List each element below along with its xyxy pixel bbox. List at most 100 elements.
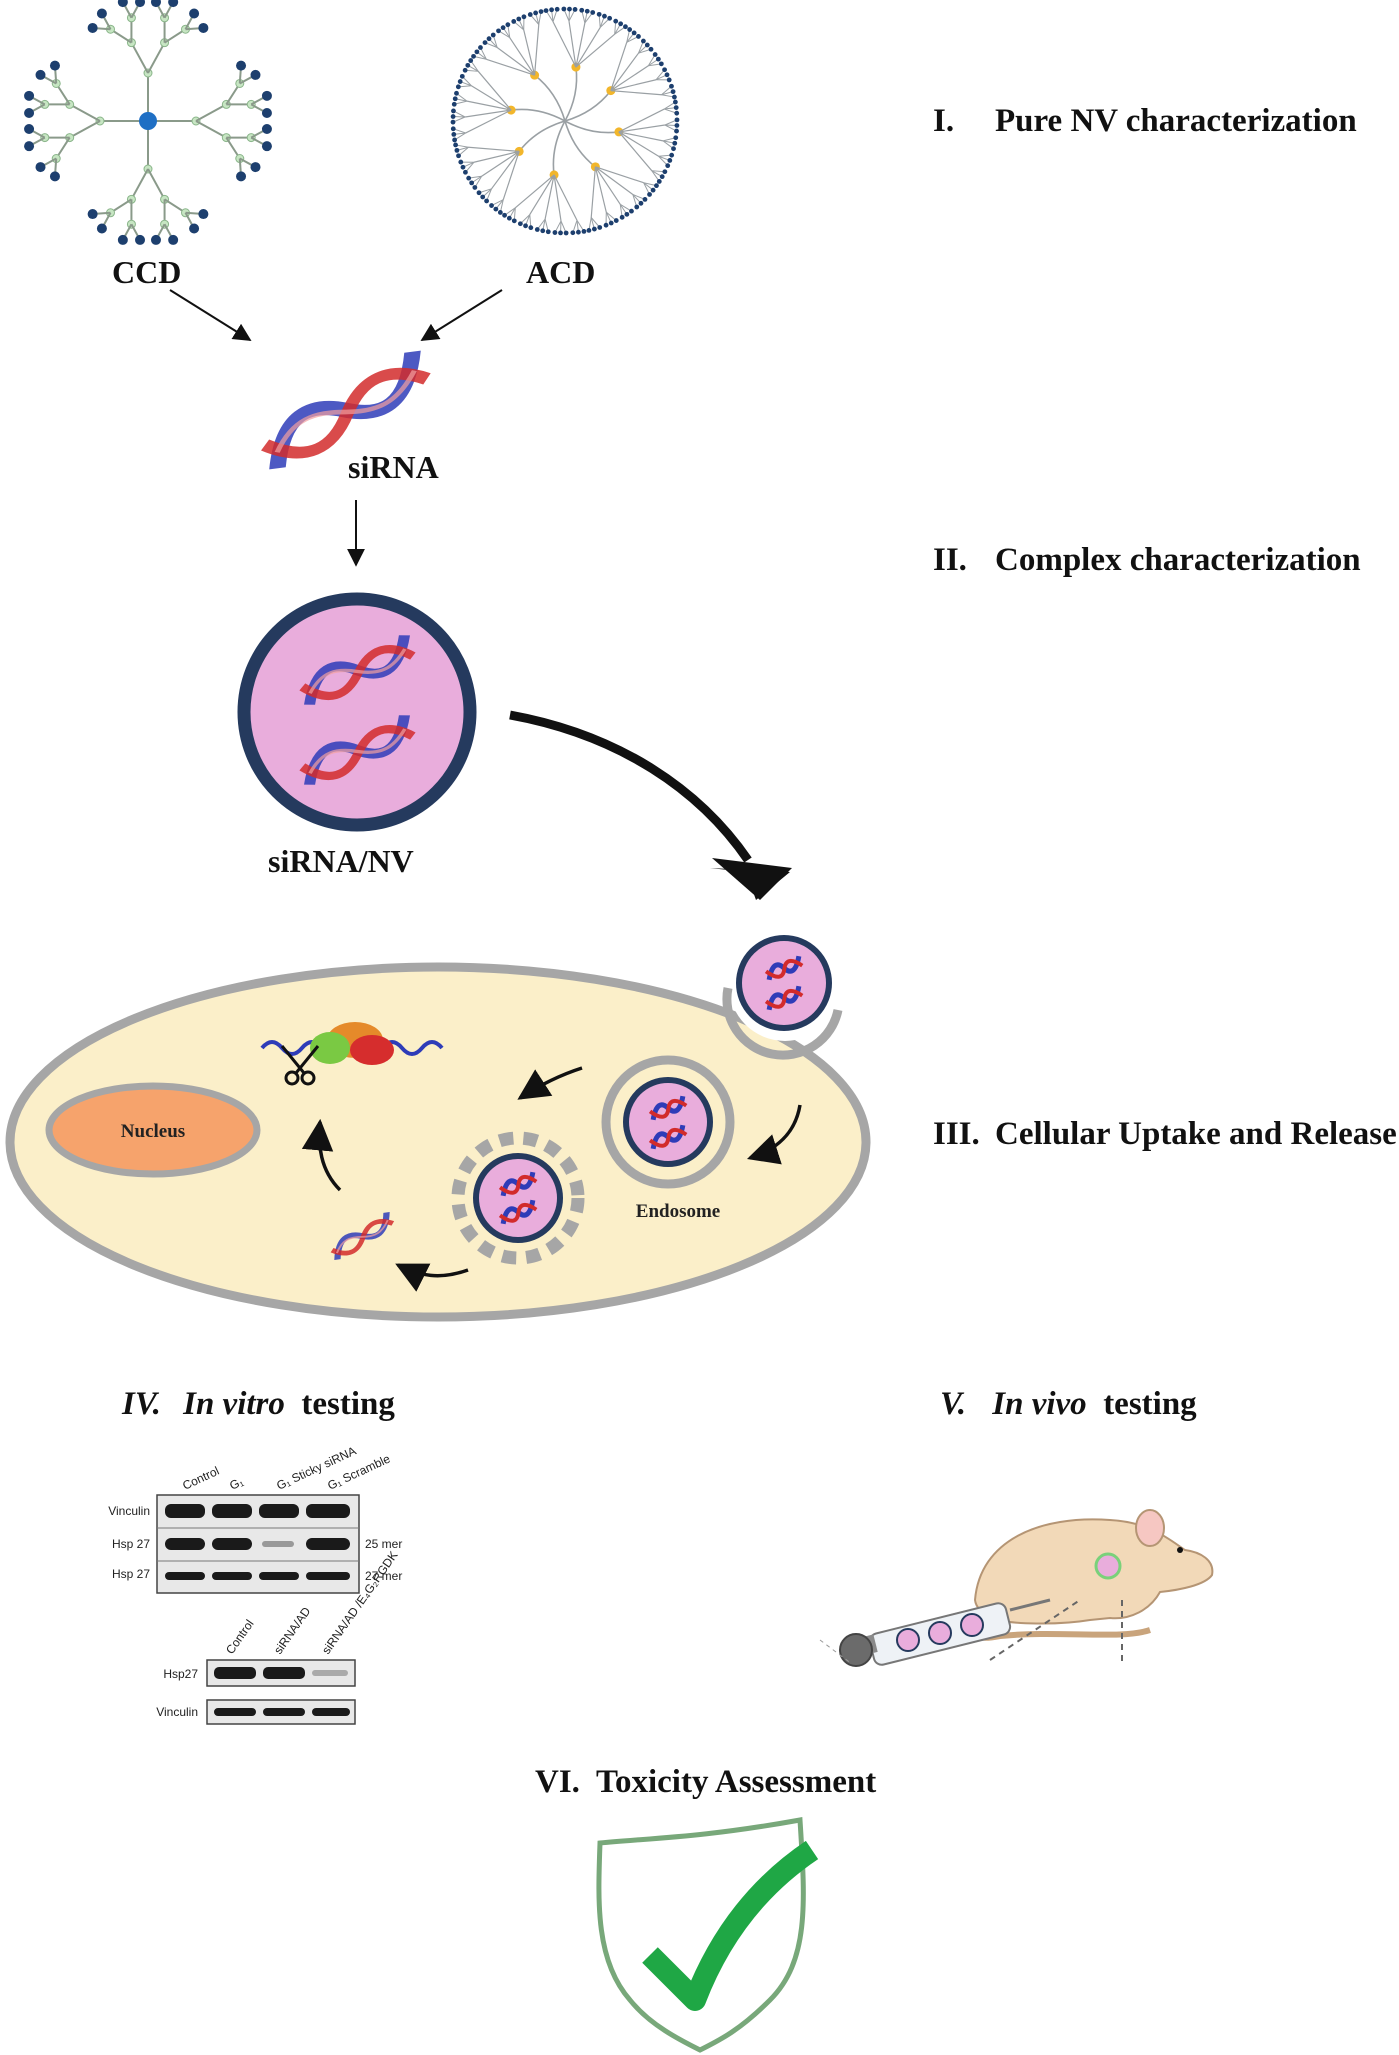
ccd-terminal xyxy=(261,123,272,134)
acd-terminal xyxy=(466,175,472,181)
dendrimer-ccd-icon xyxy=(24,0,272,245)
acd-terminal xyxy=(456,153,461,159)
acd-terminal xyxy=(647,192,652,197)
ccd-terminal xyxy=(96,223,107,234)
acd-terminal xyxy=(603,222,609,228)
acd-terminal xyxy=(543,8,549,14)
acd-terminal xyxy=(505,22,511,28)
ccd-terminal xyxy=(198,209,209,220)
acd-terminal xyxy=(534,227,540,232)
acd-terminal xyxy=(490,32,496,38)
acd-terminal xyxy=(552,230,558,235)
blot2-row-label: Vinculin xyxy=(156,1705,198,1719)
acd-terminal xyxy=(650,187,656,193)
acd-terminal xyxy=(664,72,670,78)
acd-terminal xyxy=(652,52,658,57)
acd-terminal xyxy=(586,228,592,233)
acd-terminal xyxy=(641,38,646,44)
acd-terminal xyxy=(576,229,581,235)
acd-terminal xyxy=(584,8,590,14)
blot1-size-1: 25 mer xyxy=(365,1537,402,1551)
acd-terminal xyxy=(517,221,523,227)
acd-terminal xyxy=(591,226,597,232)
complex-label: siRNA/NV xyxy=(268,843,414,879)
acd-terminal xyxy=(570,230,576,236)
blot1-row-label: Vinculin xyxy=(108,1504,150,1518)
ccd-terminal xyxy=(135,234,146,245)
stage-1-num: I. xyxy=(933,103,954,139)
acd-terminal xyxy=(472,185,478,190)
acd-terminal xyxy=(669,152,675,158)
acd-terminal xyxy=(648,46,654,52)
acd-terminal xyxy=(581,228,587,234)
ccd-arrow xyxy=(169,289,252,341)
stage-1-text: Pure NV characterization xyxy=(995,103,1357,139)
stage-5-italic: In vivo xyxy=(991,1386,1086,1422)
acd-terminal xyxy=(462,67,468,73)
ccd-terminal xyxy=(150,234,161,245)
blot1-lane-label: G₁ xyxy=(227,1474,245,1492)
acd-terminal xyxy=(636,34,641,39)
acd-terminal xyxy=(516,16,522,22)
stage-4-rest: testing xyxy=(293,1386,395,1422)
acd-terminal xyxy=(549,7,554,13)
shield-check-icon xyxy=(596,1817,819,2053)
acd-terminal xyxy=(619,214,625,220)
incoming-vesicle xyxy=(736,935,832,1031)
stage-2-num: II. xyxy=(933,542,967,578)
acd-terminal xyxy=(453,142,458,148)
blot1-size-2: 27 mer xyxy=(365,1569,402,1583)
acd-label: ACD xyxy=(526,254,595,290)
stage-6-text: Toxicity Assessment xyxy=(596,1764,876,1800)
stage-3-num: III. xyxy=(933,1116,980,1152)
acd-terminal xyxy=(608,220,614,226)
acd-terminal xyxy=(457,79,463,84)
acd-terminal xyxy=(662,169,668,175)
acd-terminal xyxy=(607,15,613,21)
acd-terminal xyxy=(672,99,678,105)
ccd-terminal xyxy=(35,69,46,80)
ccd-terminal xyxy=(168,0,179,8)
ccd-terminal xyxy=(96,8,107,19)
stage-5-rest: testing xyxy=(1095,1386,1197,1422)
acd-terminal xyxy=(618,21,624,27)
acd-terminal xyxy=(579,7,585,13)
scissors-icon xyxy=(280,1045,320,1086)
acd-terminal xyxy=(673,105,679,110)
acd-terminal xyxy=(623,24,628,30)
acd-terminal xyxy=(656,179,662,184)
stage-2: II. Complex characterization xyxy=(933,542,1361,578)
acd-terminal xyxy=(528,225,534,231)
acd-terminal xyxy=(533,10,539,16)
acd-terminal xyxy=(662,67,667,73)
ccd-terminal xyxy=(261,90,272,101)
acd-terminal xyxy=(672,140,678,146)
stage-5: V. In vivo testing xyxy=(940,1386,1197,1422)
nucleus-label: Nucleus xyxy=(121,1121,185,1142)
acd-terminal xyxy=(658,61,664,67)
acd-terminal xyxy=(451,101,457,107)
acd-terminal xyxy=(602,13,607,19)
syringe-icon xyxy=(819,1598,1051,1667)
stage-6: VI. Toxicity Assessment xyxy=(535,1764,876,1800)
acd-terminal xyxy=(478,45,483,50)
acd-terminal xyxy=(561,6,567,12)
ccd-terminal xyxy=(250,69,261,80)
acd-terminal xyxy=(596,11,602,17)
acd-terminal xyxy=(674,117,680,123)
acd-terminal xyxy=(671,146,676,152)
delivery-curve-arrow xyxy=(509,710,792,900)
acd-terminal xyxy=(480,194,486,200)
acd-terminal xyxy=(468,58,474,63)
acd-terminal xyxy=(497,210,503,215)
acd-terminal xyxy=(511,218,517,224)
stage-4-num: IV. xyxy=(121,1386,161,1422)
acd-terminal xyxy=(460,164,466,170)
ccd-terminal xyxy=(135,0,146,8)
acd-terminal xyxy=(631,30,637,36)
ccd-terminal xyxy=(236,171,247,182)
acd-terminal xyxy=(655,56,661,62)
acd-terminal xyxy=(638,200,644,206)
acd-terminal xyxy=(500,25,506,31)
